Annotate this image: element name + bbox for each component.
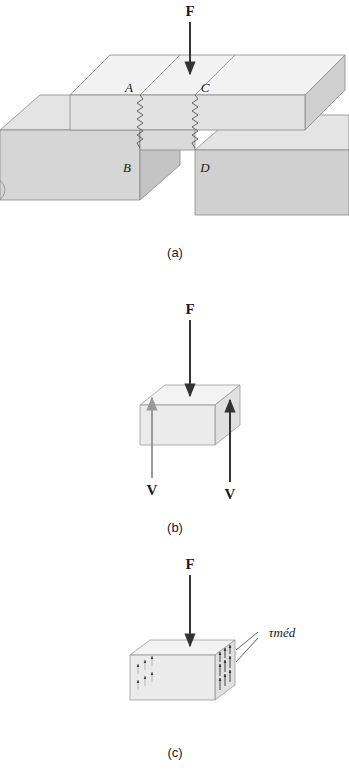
shear-force-label: V <box>225 486 236 503</box>
subfigure-label: (b) <box>167 520 183 535</box>
force-arrow <box>189 575 191 646</box>
stress-arrows <box>220 645 230 690</box>
point-label: A <box>125 80 133 96</box>
point-label: B <box>123 160 131 176</box>
stress-label: τméd <box>269 625 295 641</box>
subfigure-label: (c) <box>167 745 182 760</box>
stress-arrows-hidden <box>138 656 152 690</box>
shear-plane <box>137 95 198 148</box>
stress-block <box>130 640 235 700</box>
force-arrow <box>189 320 191 396</box>
point-label: C <box>201 80 210 96</box>
force-label: F <box>185 3 194 20</box>
upper-member <box>70 55 345 150</box>
force-arrow <box>189 22 191 74</box>
shear-force-arrow <box>151 398 153 478</box>
force-label: F <box>185 556 194 573</box>
point-label: D <box>200 160 209 176</box>
force-label: F <box>185 301 194 318</box>
shear-force-arrow <box>229 400 231 482</box>
subfigure-label: (a) <box>167 245 183 260</box>
shear-force-label: V <box>147 482 158 499</box>
leader-line <box>236 632 258 662</box>
